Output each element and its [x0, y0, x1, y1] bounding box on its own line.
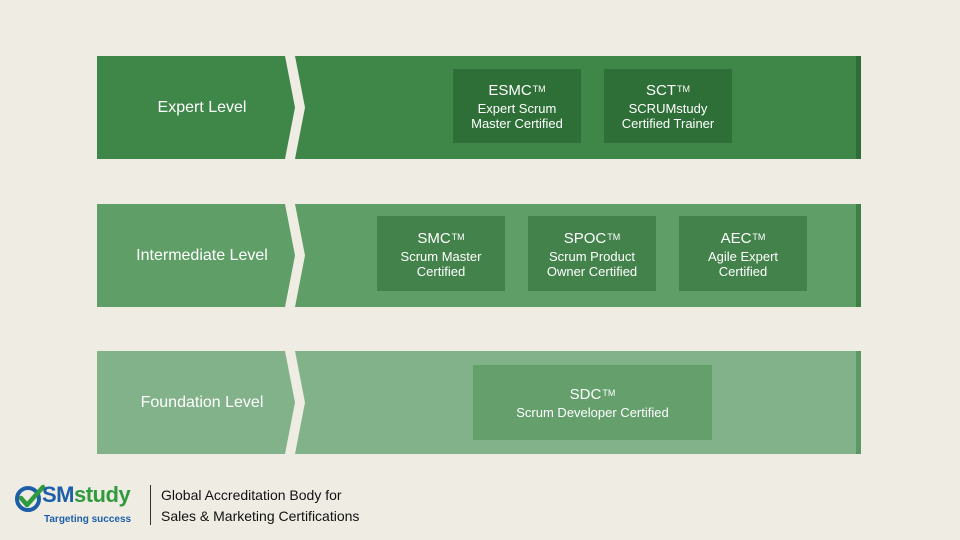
chevron-divider-icon: [285, 351, 305, 454]
expert-level-band: Expert Level ESMCTM Expert Scrum Master …: [97, 56, 861, 159]
certification-card-aec: AECTM Agile Expert Certified: [679, 216, 807, 291]
organization-description: Global Accreditation Body for Sales & Ma…: [161, 485, 359, 527]
intermediate-level-band: Intermediate Level SMCTM Scrum Master Ce…: [97, 204, 861, 307]
cert-code: ESMC: [488, 82, 532, 99]
cert-code: AEC: [720, 229, 752, 247]
trademark-mark: TM: [752, 231, 766, 242]
cert-code: SDC: [569, 386, 602, 403]
logo-sm: SM: [42, 482, 75, 507]
cert-description-line: Certified: [416, 263, 466, 279]
trademark-mark: TM: [451, 231, 465, 242]
certification-card-esmc: ESMCTM Expert Scrum Master Certified: [453, 69, 581, 143]
level-label: Expert Level: [157, 98, 247, 116]
certification-card-smc: SMCTM Scrum Master Certified: [377, 216, 505, 291]
band-edge: [856, 56, 861, 159]
level-label: Foundation Level: [140, 393, 264, 411]
checkmark-circle-icon: [15, 484, 46, 512]
certification-card-sct: SCTTM SCRUMstudy Certified Trainer: [604, 69, 732, 143]
cert-description-line: Agile Expert: [707, 248, 779, 264]
band-edge: [856, 204, 861, 307]
smstudy-logo-text: SMstudy: [42, 482, 131, 508]
cert-code: SCT: [646, 82, 676, 99]
cert-description-line: SCRUMstudy: [628, 101, 708, 116]
certification-card-spoc: SPOCTM Scrum Product Owner Certified: [528, 216, 656, 291]
level-label: Intermediate Level: [136, 246, 268, 264]
cert-description-line: Expert Scrum: [477, 101, 557, 116]
band-edge: [856, 351, 861, 454]
certification-card-sdc: SDCTM Scrum Developer Certified: [473, 365, 712, 440]
cert-description-line: Scrum Product: [549, 248, 635, 264]
cert-code: SPOC: [563, 229, 607, 247]
org-line: Sales & Marketing Certifications: [161, 508, 360, 524]
footer-divider: [150, 485, 151, 525]
chevron-divider-icon: [285, 56, 305, 159]
chevron-divider-icon: [285, 204, 305, 307]
cert-description-line: Scrum Developer Certified: [516, 405, 669, 420]
trademark-mark: TM: [532, 84, 546, 94]
cert-code: SMC: [417, 229, 451, 247]
cert-description-line: Scrum Master: [400, 248, 482, 264]
org-line: Global Accreditation Body for: [161, 487, 342, 503]
trademark-mark: TM: [607, 231, 621, 242]
logo-study: study: [74, 482, 131, 507]
cert-description-line: Certified: [718, 263, 768, 279]
foundation-level-band: Foundation Level SDCTM Scrum Developer C…: [97, 351, 861, 454]
cert-description-line: Master Certified: [471, 116, 563, 131]
trademark-mark: TM: [602, 388, 616, 398]
cert-description-line: Certified Trainer: [621, 116, 715, 131]
trademark-mark: TM: [677, 84, 690, 94]
logo-tagline: Targeting success: [44, 514, 132, 525]
cert-description-line: Owner Certified: [546, 263, 638, 279]
